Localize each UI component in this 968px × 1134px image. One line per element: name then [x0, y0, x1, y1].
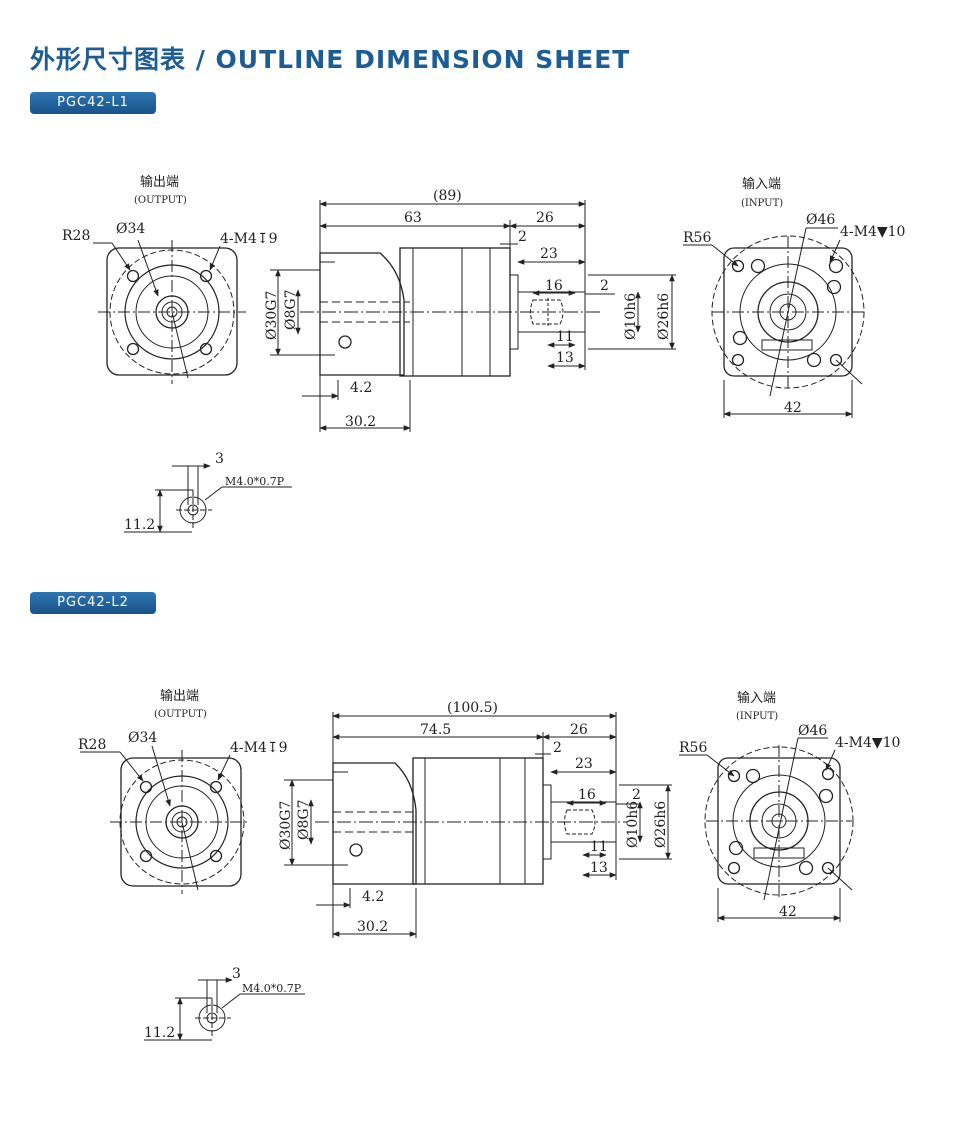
bore-diameter-inner: Ø8G7 [296, 800, 312, 840]
shaft-diameter: Ø10h6 [625, 801, 641, 848]
output-label-en: (OUTPUT) [134, 195, 187, 206]
input-label-en: (INPUT) [741, 198, 783, 209]
thread-spec: M4.0*0.7P [242, 982, 302, 995]
thread-spec: M4.0*0.7P [225, 475, 285, 488]
thread-offset: 3 [215, 451, 224, 467]
key-length: 16 [545, 278, 563, 294]
output-holes-label: 4-M4↧9 [230, 740, 288, 756]
pilot-diameter: Ø26h6 [656, 293, 672, 340]
model-badge-l1: PGC42-L1 [30, 92, 156, 114]
bore-diameter-outer: Ø30G7 [278, 801, 294, 850]
input-radius-label: R56 [683, 230, 711, 246]
model-badge-l2: PGC42-L2 [30, 592, 156, 614]
flange-step: 2 [518, 229, 527, 245]
output-holes-label: 4-M4↧9 [220, 231, 278, 247]
output-diameter-label: Ø34 [116, 221, 145, 237]
side-view: (89) 63 26 2 23 16 2 11 13 4.2 30.2 Ø30G… [264, 188, 676, 432]
keyway-length: 11 [556, 329, 574, 345]
flange-length: 30.2 [345, 414, 376, 430]
input-end-view: 输入端 (INPUT) R56 [679, 690, 900, 922]
input-diameter-label: Ø46 [798, 723, 827, 739]
keyway-offset: 13 [556, 350, 574, 366]
input-label-cn: 输入端 [742, 176, 781, 192]
output-label-cn: 输出端 [140, 174, 179, 190]
keyway-length: 11 [590, 839, 608, 855]
overall-length: (89) [433, 188, 462, 204]
page-title: 外形尺寸图表 / OUTLINE DIMENSION SHEET [30, 45, 631, 74]
input-end-view: 输入端 (INPUT) R56 [683, 176, 905, 418]
pilot-depth: 4.2 [350, 380, 372, 396]
output-radius-label: R28 [78, 737, 106, 753]
flange-length: 30.2 [357, 919, 388, 935]
bore-diameter-inner: Ø8G7 [283, 290, 299, 330]
pilot-diameter: Ø26h6 [653, 801, 669, 848]
flange-step: 2 [553, 740, 562, 756]
input-label-cn: 输入端 [737, 690, 776, 706]
pilot-depth: 4.2 [362, 889, 384, 905]
input-diameter-label: Ø46 [806, 212, 835, 228]
side-view: (100.5) 74.5 26 2 23 16 2 11 13 4.2 30.2… [278, 700, 672, 938]
input-holes-label: 4-M4▼10 [840, 224, 905, 240]
thread-offset: 3 [232, 966, 241, 982]
bore-diameter-outer: Ø30G7 [264, 291, 280, 340]
key-offset: 2 [632, 787, 641, 803]
overall-length: (100.5) [447, 700, 498, 716]
model-l2-drawing: 输出端 (OUTPUT) R28 Ø34 4-M4↧9 [78, 688, 900, 1041]
input-flange-width: 42 [779, 904, 797, 920]
input-flange-width: 42 [784, 400, 802, 416]
key-length: 16 [578, 787, 596, 803]
output-end-view: 输出端 (OUTPUT) R28 Ø34 4-M4↧9 [78, 688, 288, 894]
keyway-offset: 13 [590, 860, 608, 876]
model-l1-drawing: 输出端 (OUTPUT) R28 Ø34 4-M4↧9 [62, 174, 905, 533]
shaft-diameter: Ø10h6 [623, 293, 639, 340]
output-radius-label: R28 [62, 228, 90, 244]
shaft-usable-length: 23 [540, 246, 558, 262]
input-label-en: (INPUT) [736, 711, 778, 722]
input-radius-label: R56 [679, 740, 707, 756]
thread-detail: 3 M4.0*0.7P 11.2 [124, 451, 292, 533]
shaft-length: 26 [536, 210, 554, 226]
output-end-view: 输出端 (OUTPUT) R28 Ø34 4-M4↧9 [62, 174, 278, 384]
shaft-usable-length: 23 [575, 756, 593, 772]
housing-length: 74.5 [420, 722, 451, 738]
output-label-en: (OUTPUT) [154, 709, 207, 720]
thread-distance: 11.2 [124, 517, 155, 533]
thread-detail: 3 M4.0*0.7P 11.2 [144, 966, 305, 1041]
output-diameter-label: Ø34 [128, 730, 157, 746]
thread-distance: 11.2 [144, 1025, 175, 1041]
key-offset: 2 [600, 278, 609, 294]
shaft-length: 26 [570, 722, 588, 738]
input-holes-label: 4-M4▼10 [835, 735, 900, 751]
housing-length: 63 [404, 210, 422, 226]
output-label-cn: 输出端 [160, 688, 199, 704]
